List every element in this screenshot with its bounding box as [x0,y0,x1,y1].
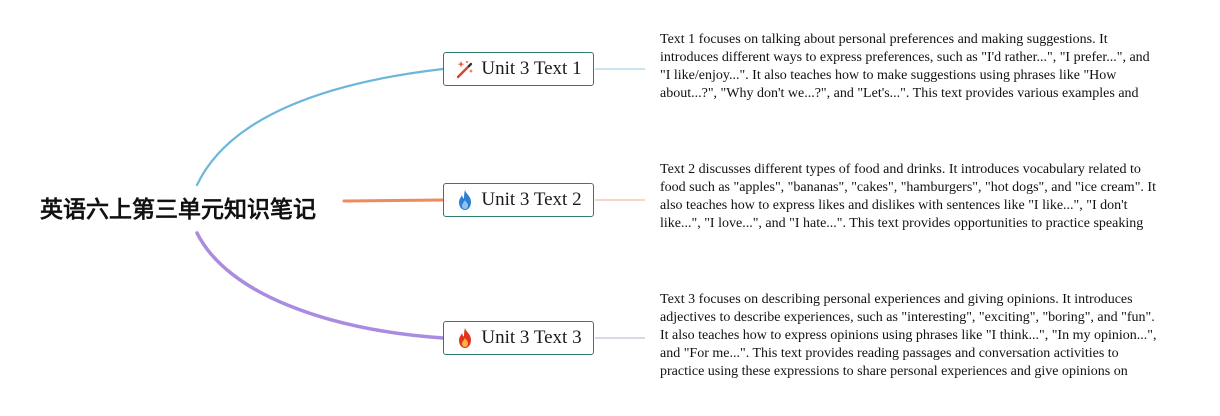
topic-unit-3-text-3[interactable]: Unit 3 Text 3 [443,321,594,355]
blue-flame-icon [455,189,475,211]
note-text-2: Text 2 discusses different types of food… [660,162,1156,235]
topic-unit-3-text-2[interactable]: Unit 3 Text 2 [443,183,594,217]
note-text-1: Text 1 focuses on talking about personal… [660,32,1150,105]
topic-label: Unit 3 Text 2 [481,189,582,210]
magic-wand-icon [455,58,475,80]
branch-line-text-1 [195,67,445,187]
note-text-3: Text 3 focuses on describing personal ex… [660,292,1157,383]
branch-line-text-2 [342,198,445,203]
branch-line-text-3 [195,231,445,340]
root-topic[interactable]: 英语六上第三单元知识笔记 [40,197,316,223]
red-flame-icon [455,327,475,349]
topic-label: Unit 3 Text 1 [481,58,582,79]
topic-label: Unit 3 Text 3 [481,327,582,348]
topic-unit-3-text-1[interactable]: Unit 3 Text 1 [443,52,594,86]
